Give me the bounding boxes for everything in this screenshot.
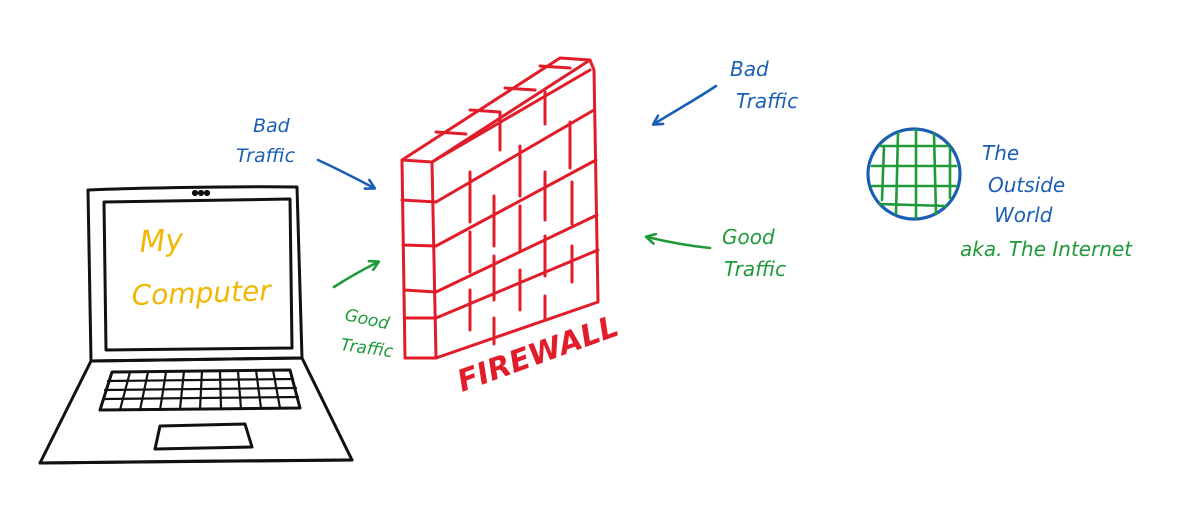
bad-traffic-right-arrow [654, 84, 718, 124]
bad-traffic-left-label-1: Bad [253, 115, 291, 137]
laptop-screen [102, 197, 294, 352]
good-traffic-right-label-1: Good [722, 225, 775, 249]
bad-traffic-left-arrow [316, 158, 374, 188]
laptop-icon [38, 185, 354, 465]
bad-traffic-right-label-2: Traffic [736, 89, 798, 113]
camera-icon [191, 189, 199, 197]
bad-traffic-left-label-2: Traffic [236, 145, 296, 167]
brick-wall-icon [400, 56, 600, 360]
bad-traffic-right-label-1: Bad [730, 57, 769, 81]
screen-label-computer: Computer [131, 274, 273, 312]
good-traffic-right-label-2: Traffic [724, 257, 786, 281]
globe-icon [866, 127, 962, 221]
keyboard [98, 368, 302, 412]
laptop-lid [86, 185, 304, 363]
outside-label-2: Outside [988, 173, 1065, 197]
internet-label: aka. The Internet [960, 237, 1133, 261]
trackpad [153, 422, 254, 451]
good-traffic-left-label-1: Good [343, 305, 391, 334]
good-traffic-left-arrow [332, 262, 378, 289]
good-traffic-left-label-2: Traffic [339, 335, 395, 362]
outside-label-3: World [994, 203, 1053, 227]
good-traffic-right-arrow [647, 237, 712, 250]
screen-label-my: My [139, 223, 186, 260]
outside-label-1: The [982, 141, 1019, 165]
